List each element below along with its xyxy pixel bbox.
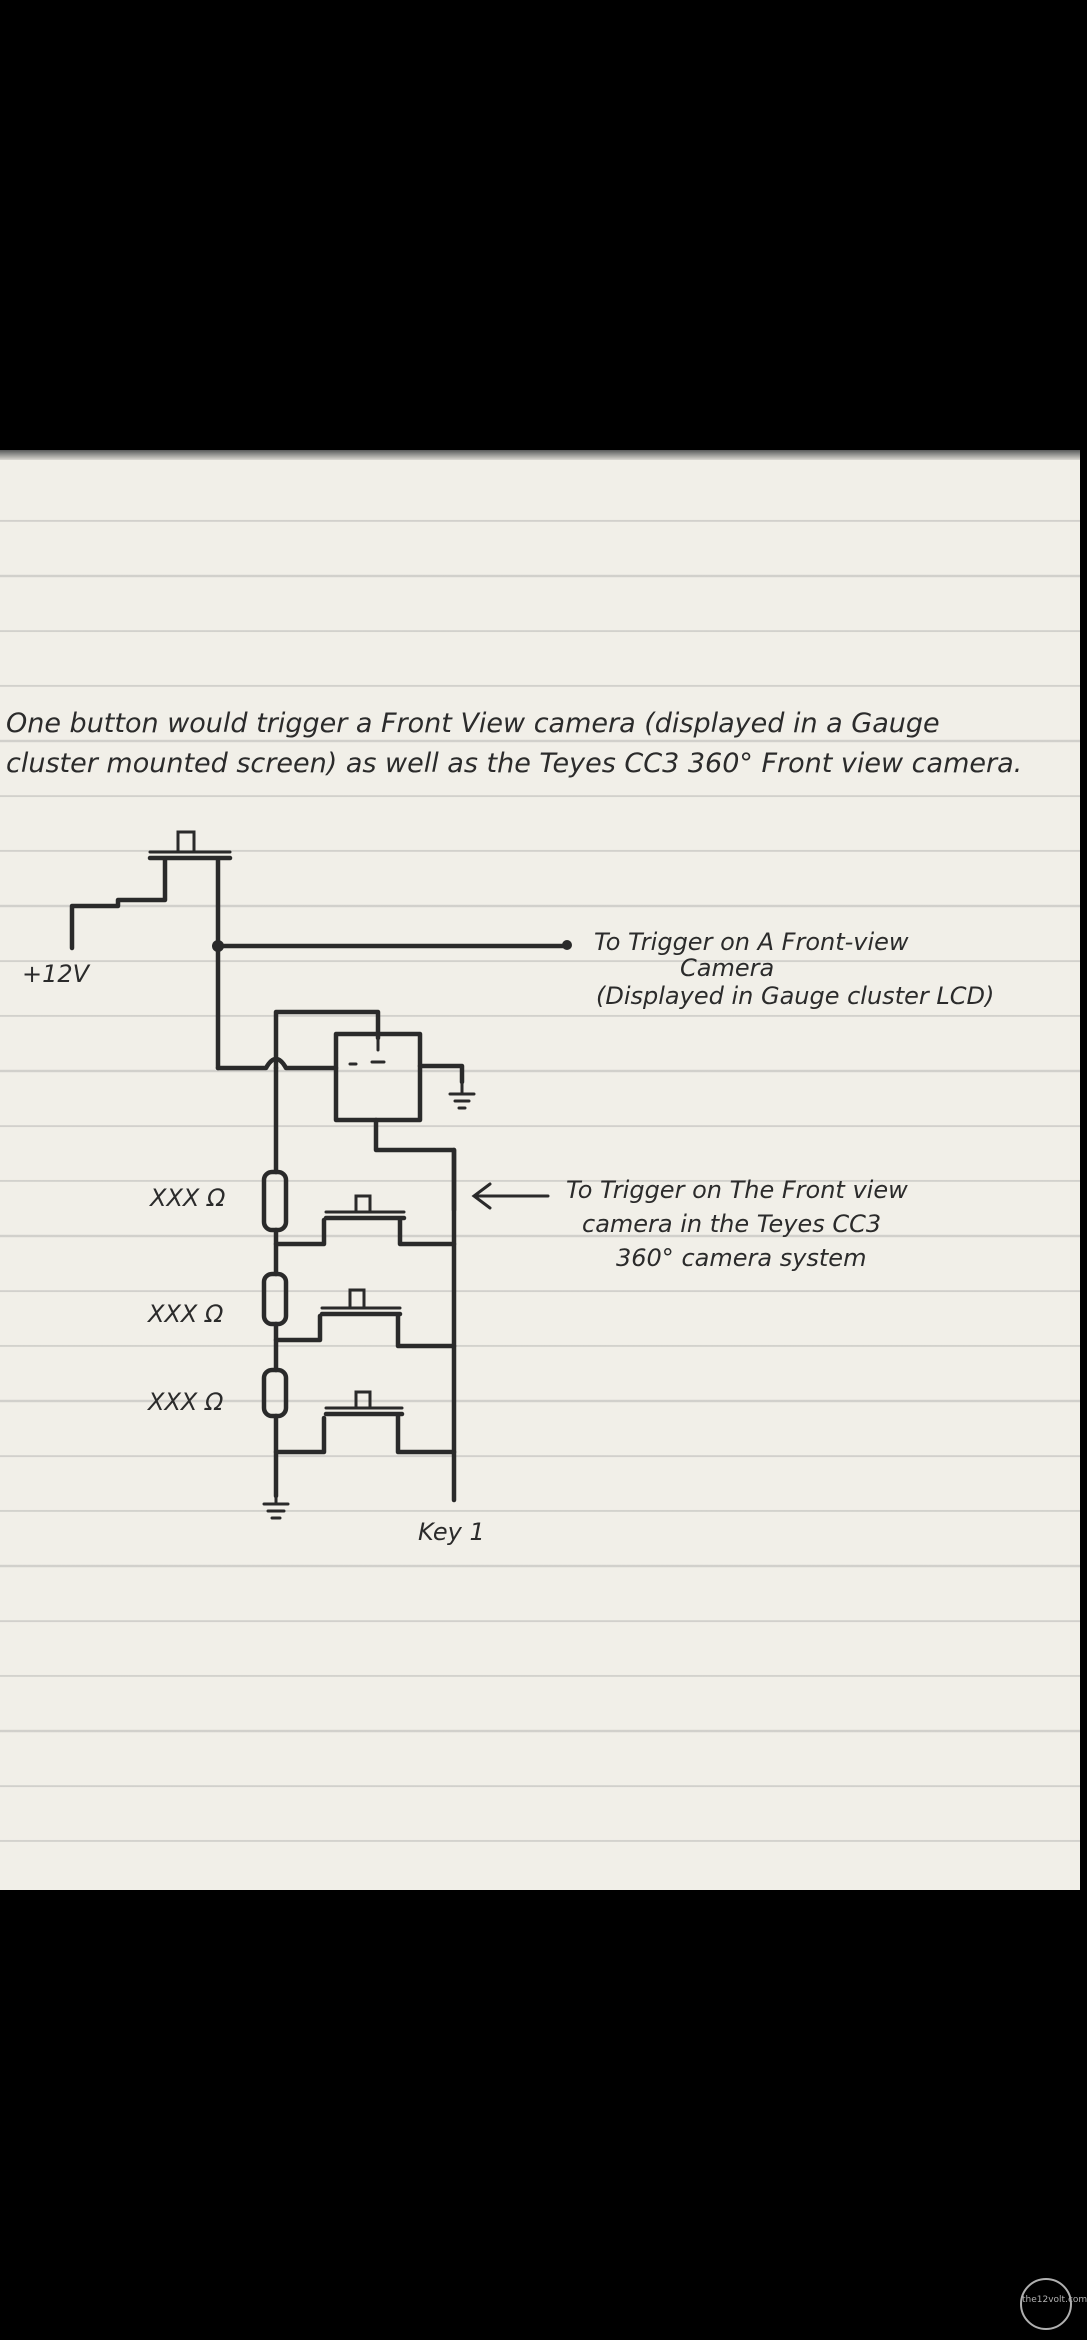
ground-symbol-bottom <box>262 1494 290 1520</box>
relay-output-wire <box>373 1117 457 1213</box>
front-view-trigger-terminal <box>562 940 572 950</box>
ground-symbol-relay <box>448 1080 476 1110</box>
resistor-2 <box>261 1271 289 1327</box>
resistor-1-label: XXX Ω <box>148 1184 226 1212</box>
ladder-button-3 <box>273 1390 457 1455</box>
teyes-trigger-arrow <box>471 1182 550 1210</box>
resistor-3-label: XXX Ω <box>146 1388 224 1416</box>
page-edge-shadow <box>0 450 1080 460</box>
front-view-note-line-1: To Trigger on A Front-view <box>594 928 909 956</box>
front-view-note-line-2: Camera <box>680 954 774 982</box>
teyes-note-line-2: camera in the Teyes CC3 <box>582 1210 881 1238</box>
teyes-note-line-1: To Trigger on The Front view <box>566 1176 908 1204</box>
resistor-3 <box>261 1367 289 1419</box>
ladder-button-1 <box>273 1194 457 1247</box>
notebook-page <box>0 450 1080 1890</box>
watermark-text: the12volt.com <box>1022 2295 1087 2305</box>
key-label: Key 1 <box>418 1518 485 1546</box>
supply-wire <box>69 857 168 951</box>
supply-label: +12V <box>22 960 91 988</box>
resistor-1 <box>261 1169 289 1233</box>
watermark-logo: the12volt.com <box>1020 2278 1087 2330</box>
ladder-button-2 <box>273 1288 457 1349</box>
resistor-2-label: XXX Ω <box>146 1300 224 1328</box>
intro-note-line-1: One button would trigger a Front View ca… <box>6 708 940 739</box>
teyes-note-line-3: 360° camera system <box>616 1244 866 1272</box>
main-push-button <box>147 830 233 861</box>
front-view-note-line-3: (Displayed in Gauge cluster LCD) <box>596 982 994 1010</box>
intro-note-line-2: cluster mounted screen) as well as the T… <box>6 748 1022 779</box>
